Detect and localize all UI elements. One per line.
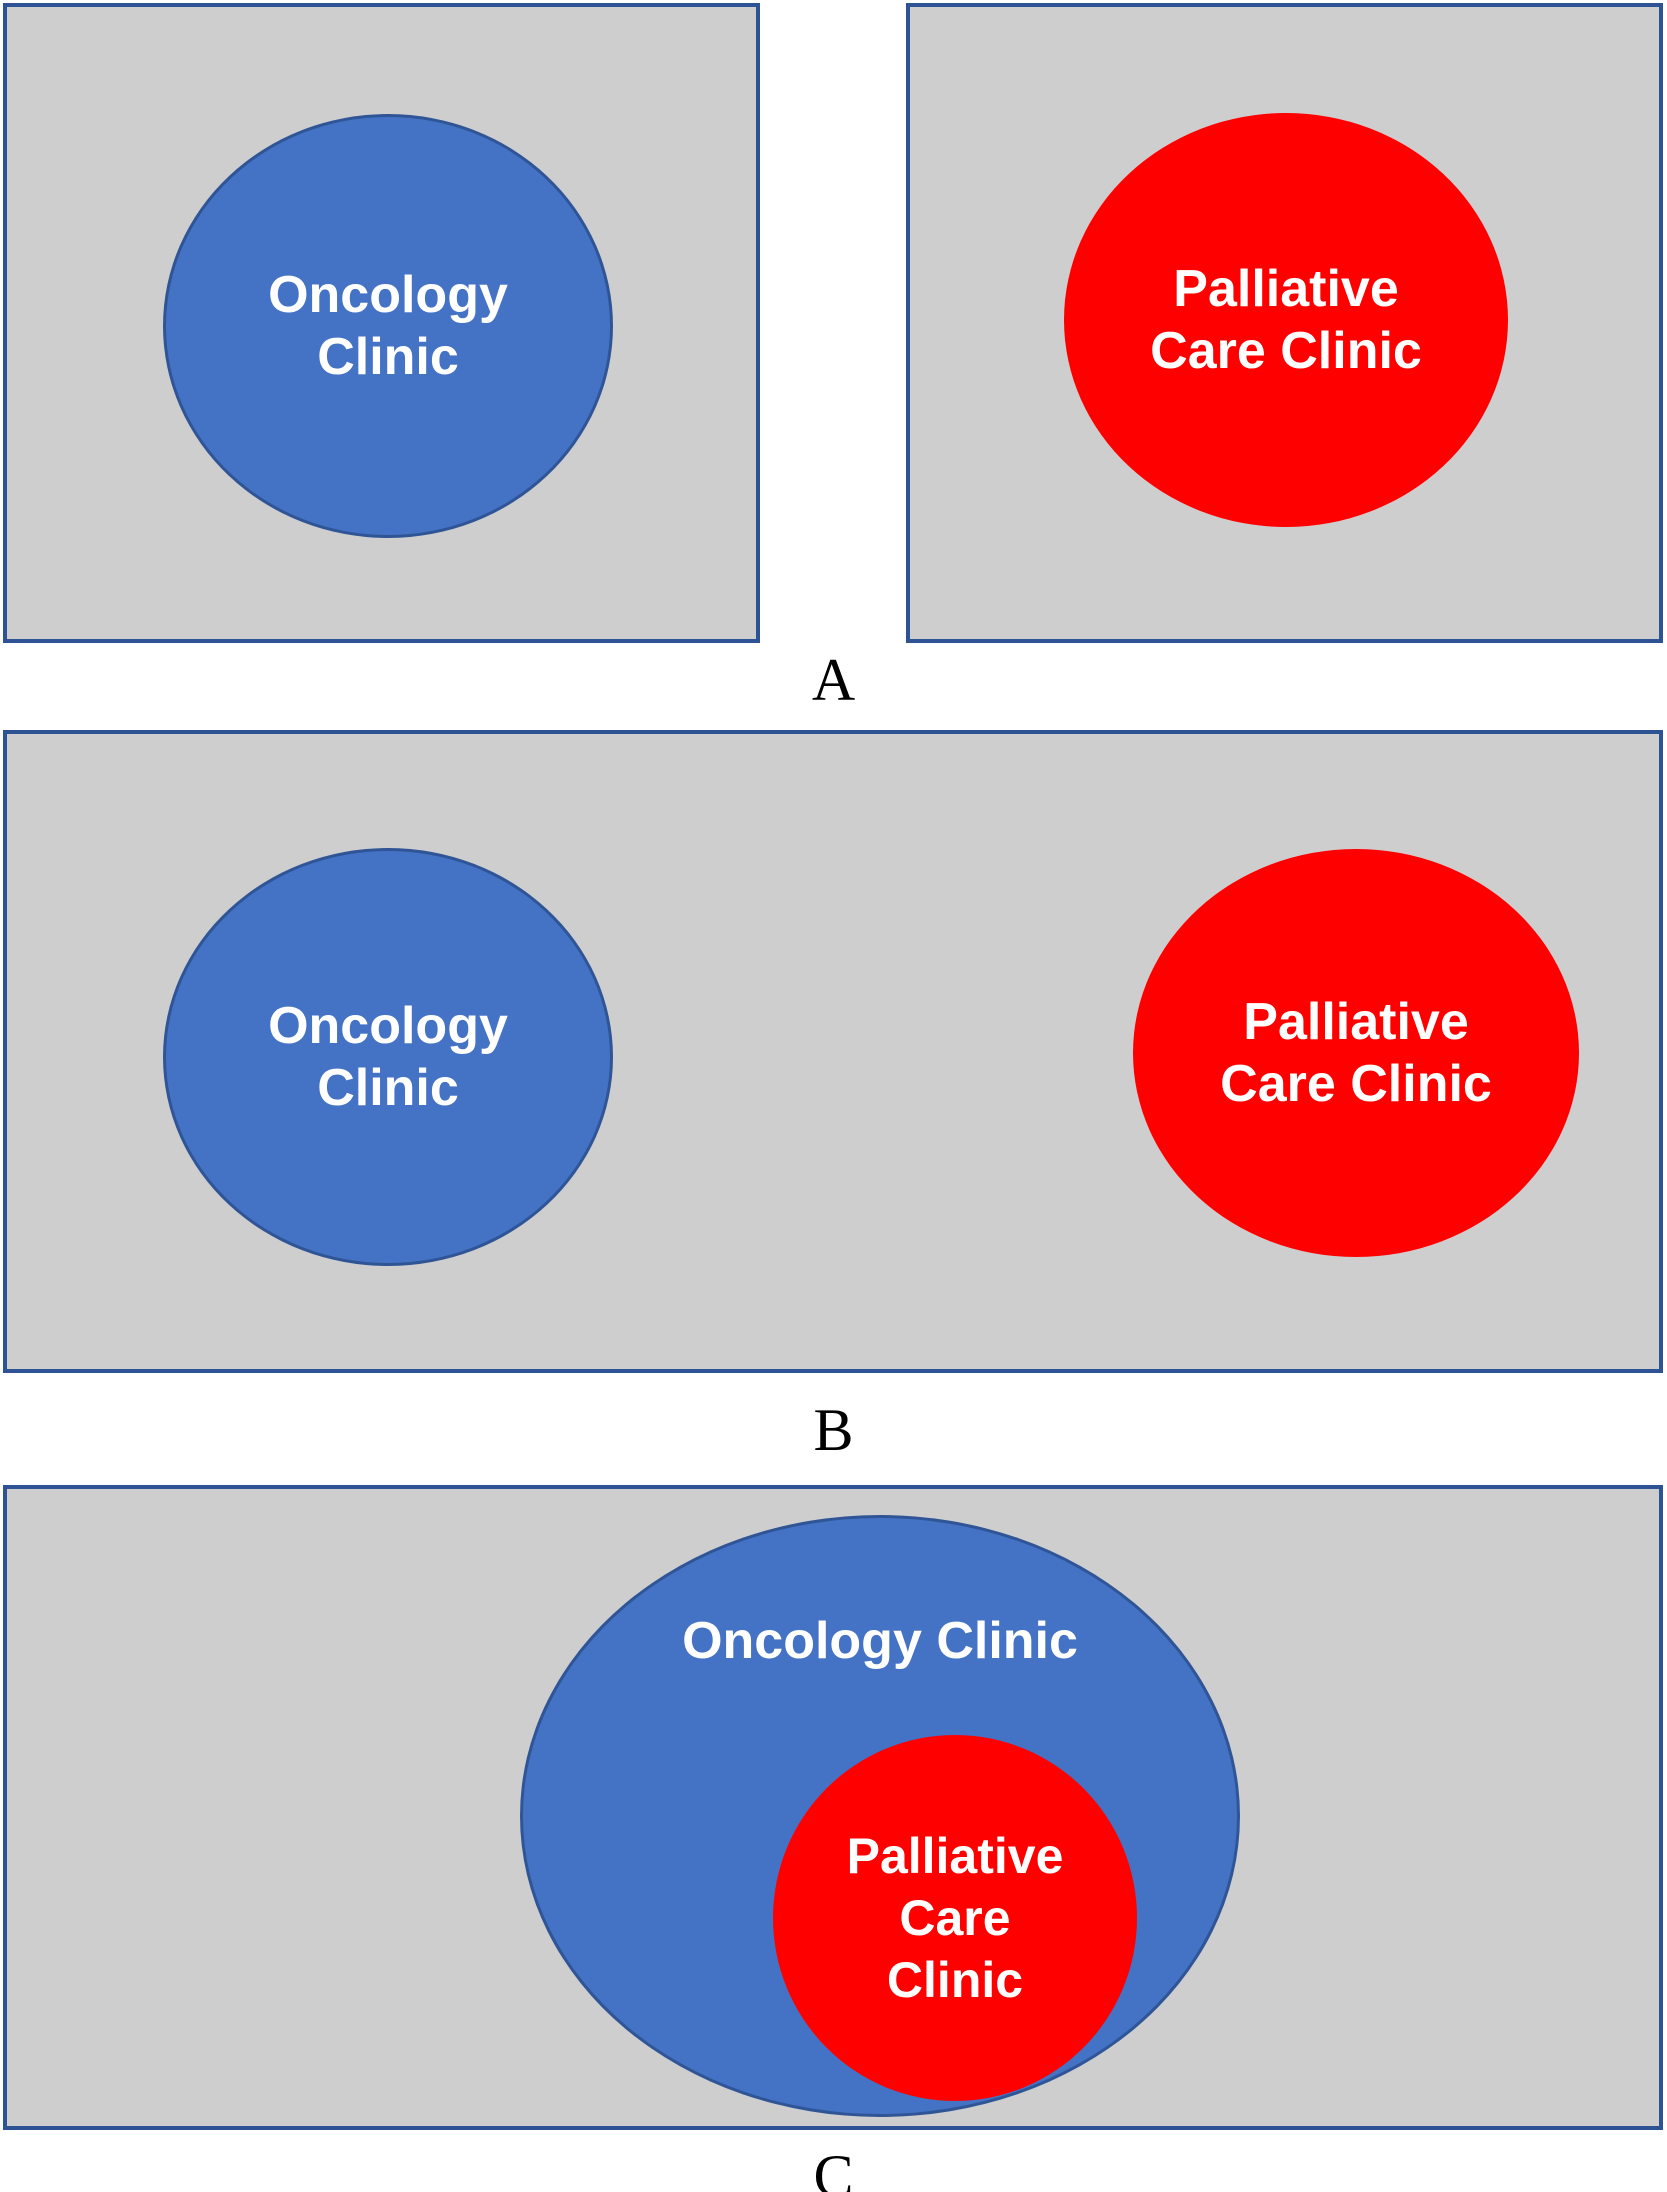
panel-b-oncology-circle: Oncology Clinic <box>163 848 613 1266</box>
panel-b-oncology-label: Oncology Clinic <box>268 997 508 1117</box>
panel-c-palliative-circle: Palliative Care Clinic <box>773 1735 1137 2101</box>
panel-a-oncology-label: Oncology Clinic <box>268 266 508 386</box>
panel-a-palliative-circle: Palliative Care Clinic <box>1064 113 1508 527</box>
panel-b-letter: B <box>813 1397 854 1463</box>
panel-c-palliative-label: Palliative Care Clinic <box>846 1828 1064 2008</box>
panel-a-palliative-label: Palliative Care Clinic <box>1150 260 1422 380</box>
panel-a-oncology-circle: Oncology Clinic <box>163 114 613 538</box>
panel-c-oncology-label: Oncology Clinic <box>682 1612 1078 1670</box>
panel-a-letter: A <box>811 647 856 713</box>
panel-b-palliative-circle: Palliative Care Clinic <box>1133 849 1579 1257</box>
panel-c-letter: C <box>813 2143 854 2192</box>
panel-b-palliative-label: Palliative Care Clinic <box>1220 993 1492 1113</box>
